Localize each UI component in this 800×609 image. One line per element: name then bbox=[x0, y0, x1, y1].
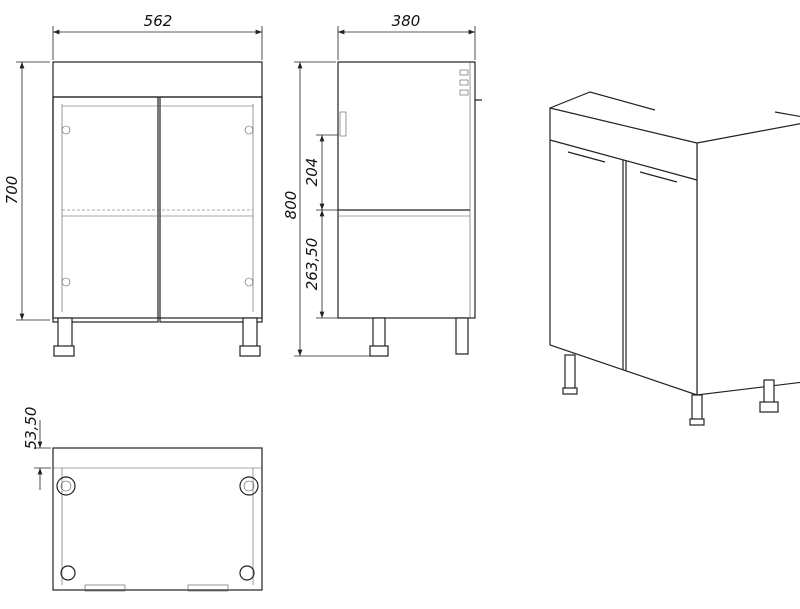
front-view: 562 700 bbox=[3, 12, 263, 357]
dimension-lower-section: 263,50 bbox=[303, 238, 321, 291]
leg bbox=[242, 317, 258, 349]
leg bbox=[372, 317, 386, 349]
dimension-total-height: 800 bbox=[282, 191, 300, 220]
left-door bbox=[52, 96, 159, 323]
dimension-upper-section: 204 bbox=[303, 158, 321, 187]
dimension-offset: 53,50 bbox=[22, 407, 40, 450]
dimension-height: 700 bbox=[3, 176, 21, 205]
leg bbox=[455, 317, 469, 355]
plan-view: 53,50 bbox=[22, 407, 263, 592]
isometric-view bbox=[549, 91, 800, 426]
side-view: 380 800 204 263,50 bbox=[282, 12, 482, 357]
dimension-depth: 380 bbox=[392, 12, 421, 30]
right-door bbox=[159, 96, 263, 323]
dimension-width: 562 bbox=[144, 12, 173, 30]
leg bbox=[57, 317, 73, 349]
